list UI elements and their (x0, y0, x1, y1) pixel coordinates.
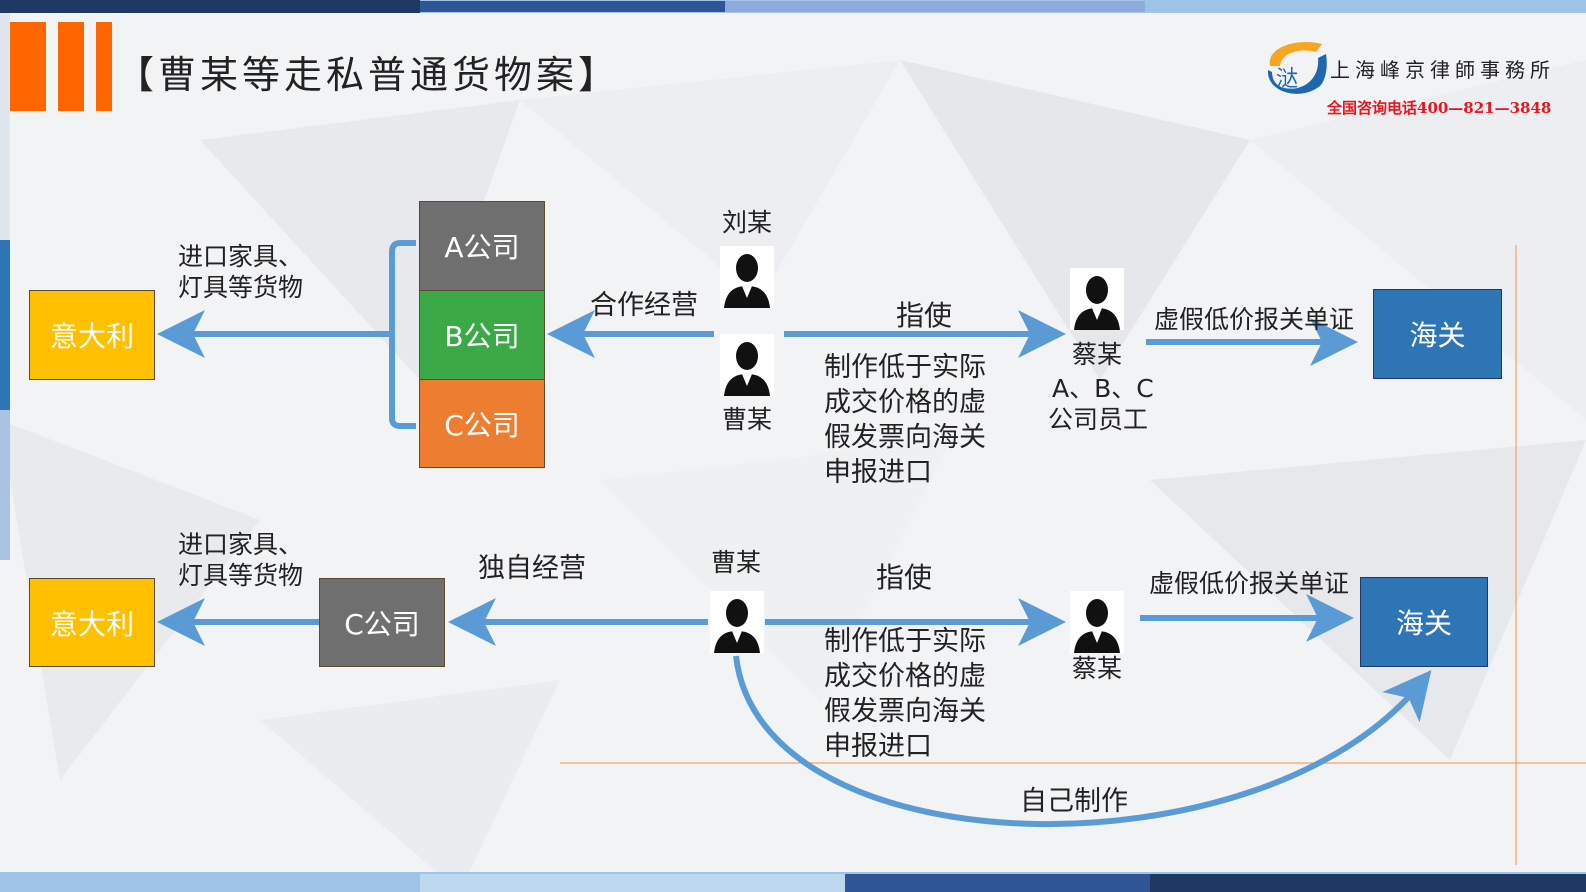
bracket-companies (330, 240, 416, 429)
goods-label-bottom-2: 灯具等货物 (178, 561, 304, 590)
instruct-label-top: 指使 (896, 299, 953, 332)
logo-glyph: 㳠 (1276, 67, 1299, 92)
hotline: 全国咨询电话400—821—3848 (1327, 99, 1552, 117)
arrow-self-made (733, 655, 1432, 828)
employee-role-2: 公司员工 (1048, 405, 1149, 434)
goods-label-top-1: 进口家具、 (178, 242, 304, 271)
firm-logo (1267, 42, 1327, 94)
person-icon (1070, 591, 1124, 653)
page-title: 【曹某等走私普通货物案】 (116, 53, 621, 97)
customs-box-top: 海关 (1373, 289, 1502, 379)
declare-label-top: 虚假低价报关单证 (1154, 305, 1355, 334)
employee-cai-label-bottom: 蔡某 (1072, 654, 1123, 683)
company-c-box-bottom: C公司 (319, 578, 445, 667)
person-icon (1070, 268, 1124, 330)
header-bar-1 (10, 22, 46, 111)
person-icon (710, 591, 764, 653)
person-liu-label: 刘某 (722, 208, 773, 237)
declare-label-bottom: 虚假低价报关单证 (1149, 569, 1350, 598)
action-text-top: 制作低于实际 成交价格的虚 假发票向海关 申报进口 (824, 352, 986, 488)
person-cao-label-top: 曹某 (722, 405, 773, 434)
goods-label-top-2: 灯具等货物 (178, 273, 304, 302)
cooperation-label: 合作经营 (590, 290, 698, 321)
company-b-box: B公司 (419, 290, 545, 380)
solo-label: 独自经营 (478, 553, 586, 584)
person-icon (720, 334, 774, 396)
employee-role-1: A、B、C (1052, 374, 1154, 403)
header-bar-2 (58, 22, 84, 111)
instruct-label-bottom: 指使 (876, 561, 933, 594)
firm-name: 上海峰京律師事務所 (1330, 58, 1555, 82)
customs-box-bottom: 海关 (1360, 577, 1488, 667)
self-made-label: 自己制作 (1020, 786, 1128, 817)
header-bar-3 (96, 22, 112, 111)
company-c-box: C公司 (419, 379, 545, 468)
person-icon (720, 246, 774, 308)
person-cao-label-bottom: 曹某 (711, 548, 762, 577)
italy-box-bottom: 意大利 (29, 578, 155, 667)
italy-box-top: 意大利 (29, 290, 155, 380)
company-a-box: A公司 (419, 201, 545, 291)
goods-label-bottom-1: 进口家具、 (178, 530, 304, 559)
action-text-bottom: 制作低于实际 成交价格的虚 假发票向海关 申报进口 (824, 626, 986, 762)
employee-cai-label-top: 蔡某 (1072, 340, 1123, 369)
